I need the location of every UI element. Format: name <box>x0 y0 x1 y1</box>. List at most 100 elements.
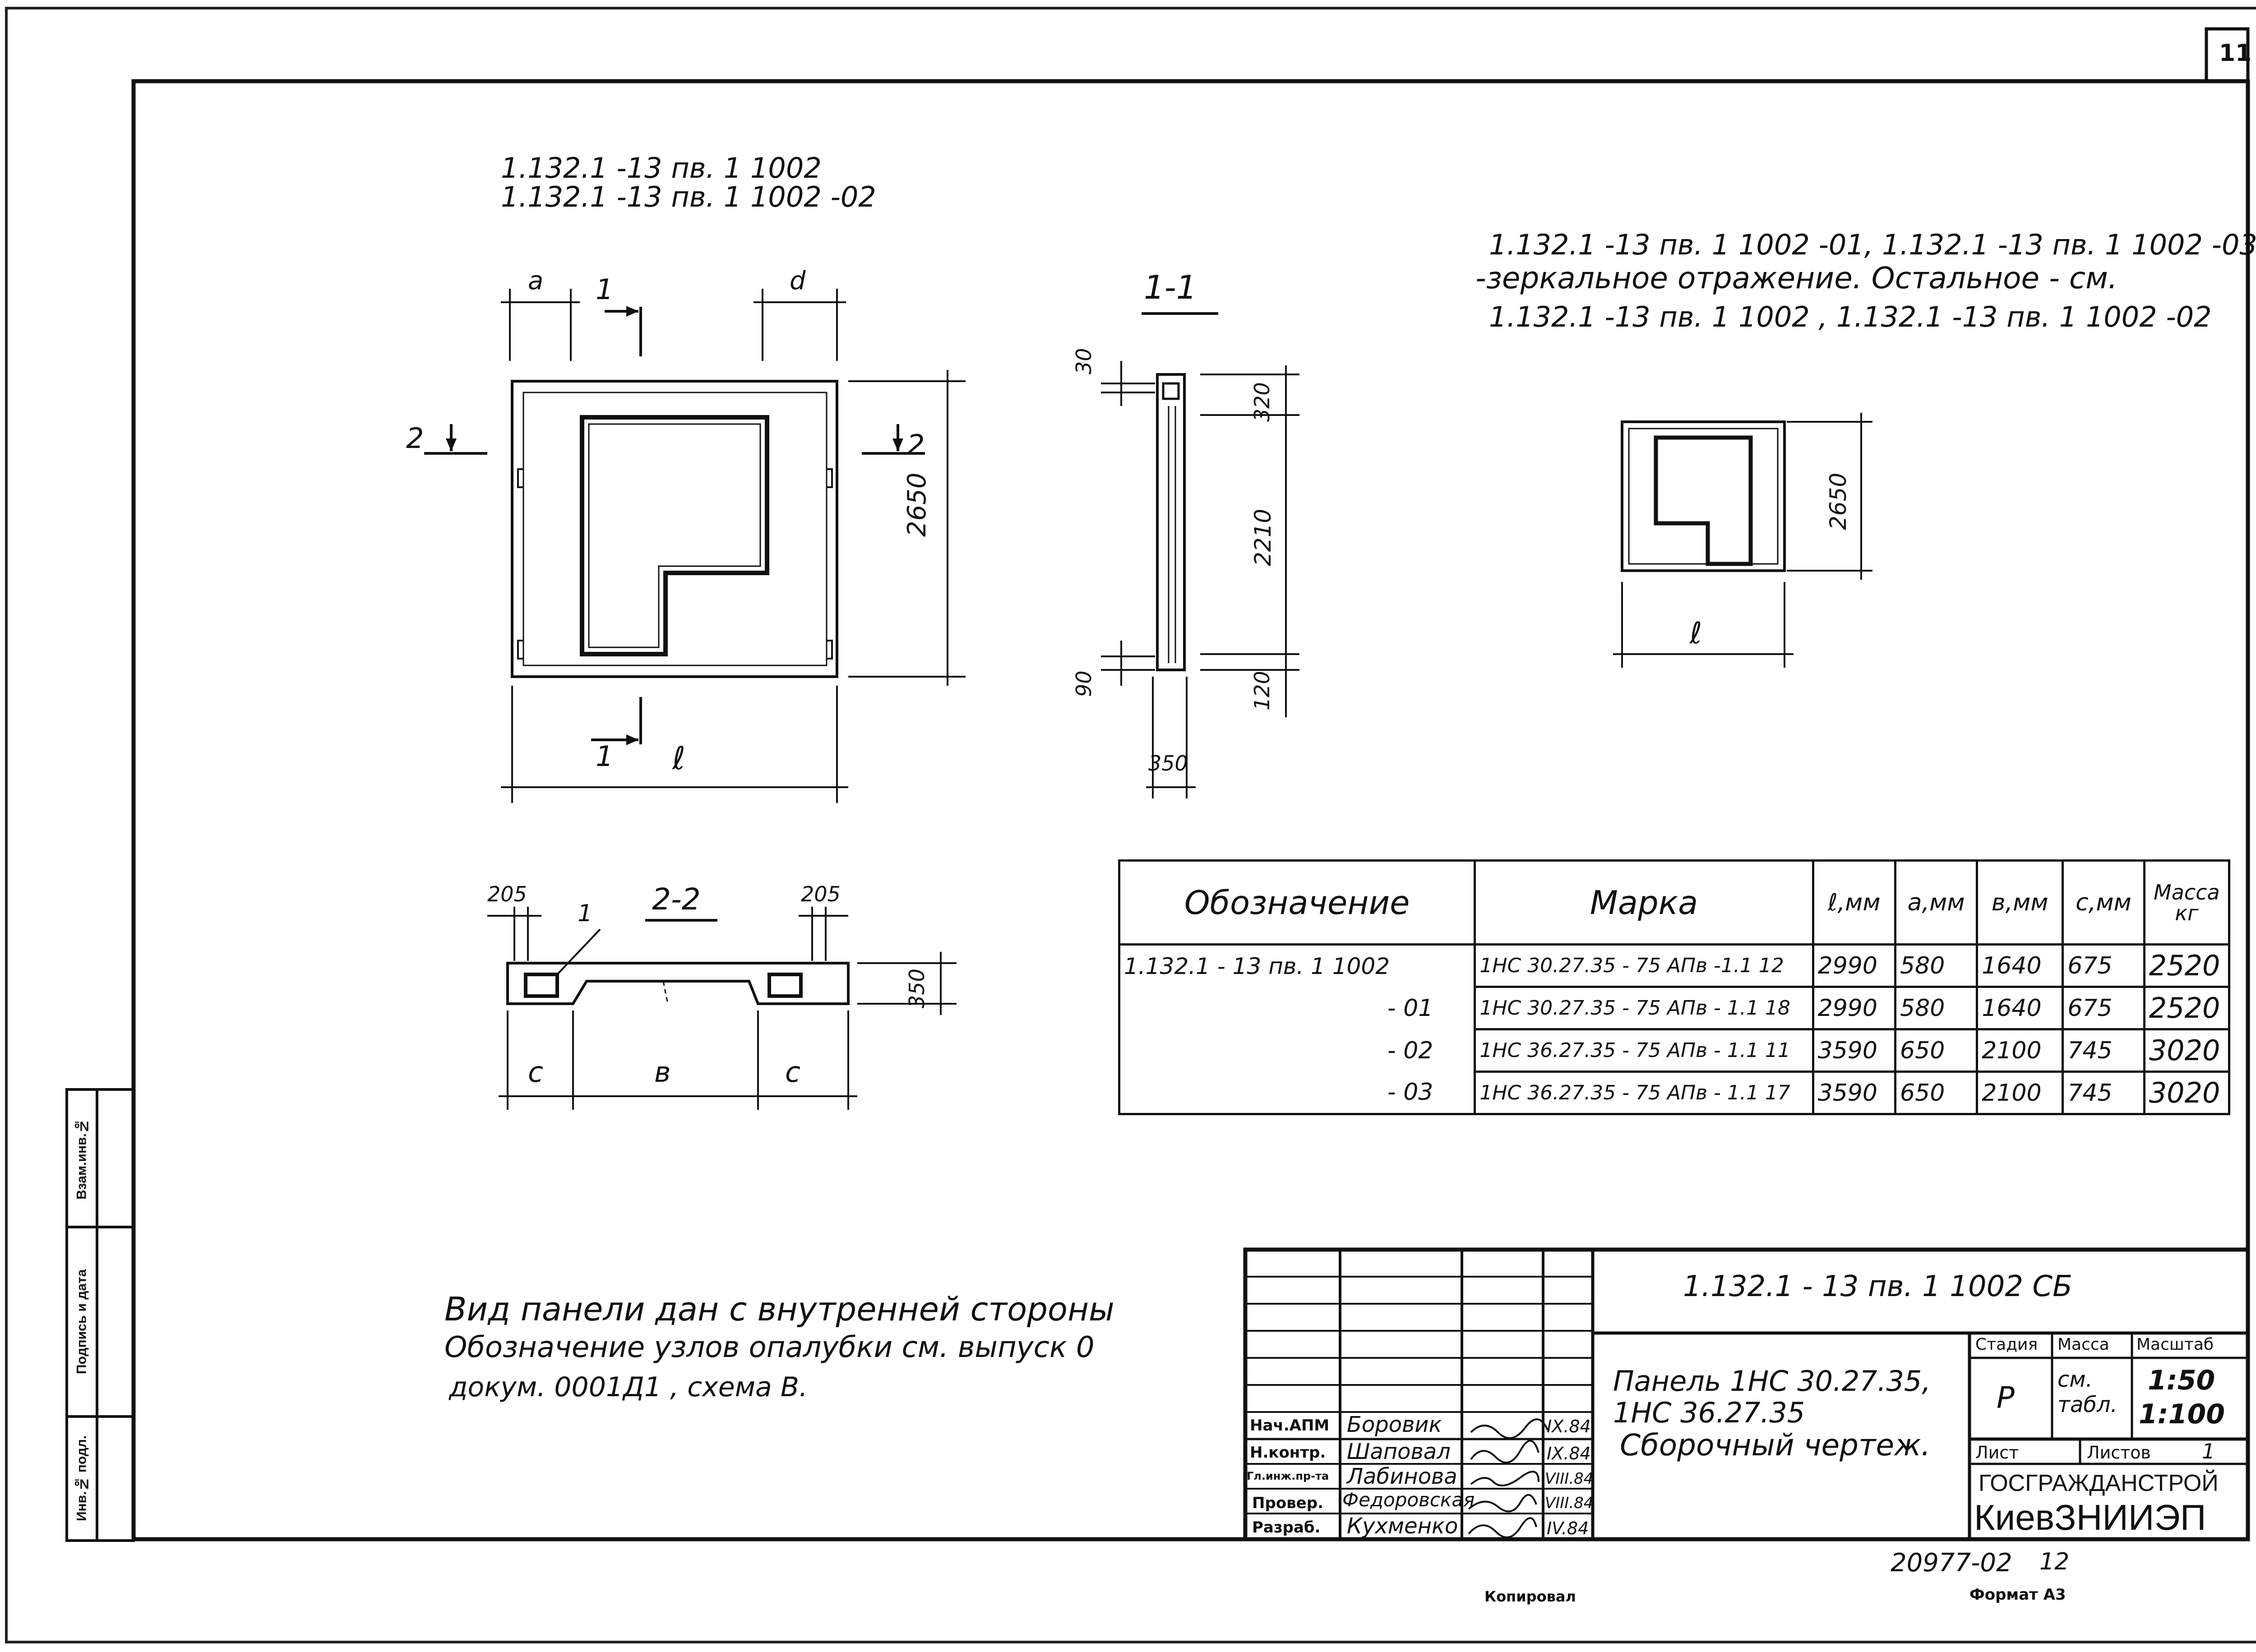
cell-mark: 1НС 30.27.35 - 75 АПв - 1.1 18 <box>1474 986 1814 1030</box>
col-c: c,мм <box>2062 859 2145 946</box>
cut-1-top-label: 1 <box>596 273 614 306</box>
page-suffix: 12 <box>2039 1548 2070 1575</box>
cell-l: 3590 <box>1812 1028 1897 1073</box>
leader-1-label: 1 <box>578 900 593 927</box>
note-line1: Вид панели дан с внутренней стороны <box>444 1290 1114 1328</box>
name-5: Кухменко <box>1347 1514 1458 1539</box>
cell-c: 675 <box>2062 986 2145 1030</box>
cell-b: 1640 <box>1976 986 2064 1030</box>
name-4: Федоровская <box>1342 1489 1475 1511</box>
dim-205-right-label: 205 <box>801 882 841 906</box>
title-line-2: 1НС 36.27.35 <box>1613 1396 1805 1429</box>
cut-2-right-label: 2 <box>907 429 925 461</box>
cell-l: 2990 <box>1812 986 1897 1030</box>
cell-b: 2100 <box>1976 1028 2064 1073</box>
mirror-note-line1: 1.132.1 -13 пв. 1 1002 -01, 1.132.1 -13 … <box>1489 228 2256 261</box>
title-line-1: Панель 1НС 30.27.35, <box>1613 1365 1931 1398</box>
mirror-note-line3: 1.132.1 -13 пв. 1 1002 , 1.132.1 -13 пв.… <box>1489 300 2212 333</box>
cell-designation: 1.132.1 - 13 пв. 1 1002 <box>1118 943 1476 987</box>
cell-designation: - 02 <box>1118 1029 1476 1072</box>
title-line-3: Сборочный чертеж. <box>1620 1428 1931 1463</box>
format-label: Формат А3 <box>1969 1586 2066 1604</box>
stage-label: Стадия <box>1975 1335 2038 1354</box>
table-row: 1.132.1 - 13 пв. 1 1002 1НС 30.27.35 - 7… <box>1118 943 2231 988</box>
table-row: - 01 1НС 30.27.35 - 75 АПв - 1.1 18 2990… <box>1118 986 2231 1030</box>
role-5: Разраб. <box>1252 1518 1321 1537</box>
cell-c: 745 <box>2062 1071 2145 1115</box>
dim-205-left-label: 205 <box>487 882 527 906</box>
col-mass: Масса кг <box>2143 859 2231 946</box>
sheet-number: 11 <box>2219 40 2252 67</box>
scale-label: Масштаб <box>2136 1335 2214 1354</box>
cell-a: 650 <box>1894 1028 1979 1073</box>
cell-l: 2990 <box>1812 943 1897 988</box>
cell-b: 1640 <box>1976 943 2064 988</box>
note-line3: докум. 0001Д1 , схема В. <box>449 1371 808 1403</box>
cell-c: 675 <box>2062 943 2145 988</box>
dim-a-label: a <box>528 266 544 295</box>
dim-l-label: ℓ <box>672 740 685 777</box>
col-l: ℓ,мм <box>1812 859 1897 946</box>
name-1: Боровик <box>1347 1412 1442 1437</box>
dim-350-label: 350 <box>1148 751 1188 775</box>
cell-mark: 1НС 36.27.35 - 75 АПв - 1.1 11 <box>1474 1028 1814 1073</box>
section-1-1-label: 1-1 <box>1144 268 1197 306</box>
sheets-value: 1 <box>2202 1439 2215 1463</box>
name-3: Лабинова <box>1347 1464 1457 1489</box>
header-designation-2: 1.132.1 -13 пв. 1 1002 -02 <box>501 180 876 213</box>
cut-1-bottom-label: 1 <box>596 740 614 773</box>
col-a: a,мм <box>1894 859 1979 946</box>
dim-c-right-label: c <box>785 1056 801 1089</box>
stage-value: Р <box>1997 1380 2015 1415</box>
cell-c: 745 <box>2062 1028 2145 1073</box>
org-line-2: КиевЗНИИЭП <box>1974 1497 2206 1537</box>
section-2-2-label: 2-2 <box>652 882 701 917</box>
date-4: VIII.84 <box>1545 1494 1594 1512</box>
cell-mark: 1НС 36.27.35 - 75 АПв - 1.1 17 <box>1474 1071 1814 1115</box>
scale-value-2: 1:100 <box>2139 1398 2225 1430</box>
specification-table: Обозначение Марка ℓ,мм a,мм в,мм c,мм Ма… <box>1118 859 2231 1115</box>
cell-designation: - 01 <box>1118 987 1476 1029</box>
sheets-label: Листов <box>2087 1443 2151 1463</box>
title-document-code: 1.132.1 - 13 пв. 1 1002 СБ <box>1683 1270 2072 1303</box>
table-row: - 03 1НС 36.27.35 - 75 АПв - 1.1 17 3590… <box>1118 1071 2231 1115</box>
role-2: Н.контр. <box>1250 1444 1326 1462</box>
sheet-label: Лист <box>1975 1443 2019 1463</box>
date-3: VIII.84 <box>1545 1470 1594 1488</box>
date-5: IV.84 <box>1547 1518 1589 1538</box>
cell-designation: - 03 <box>1118 1071 1476 1115</box>
cell-l: 3590 <box>1812 1071 1897 1115</box>
col-mark: Марка <box>1474 859 1814 946</box>
role-1: Нач.АПМ <box>1250 1417 1330 1435</box>
dim-b-label: в <box>654 1056 671 1089</box>
scale-value-1: 1:50 <box>2148 1365 2215 1396</box>
cell-a: 650 <box>1894 1071 1979 1115</box>
role-3: Гл.инж.пр-та <box>1247 1470 1329 1482</box>
date-2: IX.84 <box>1547 1444 1591 1463</box>
role-4: Провер. <box>1252 1494 1323 1512</box>
dim-c-left-label: c <box>528 1056 544 1089</box>
cell-a: 580 <box>1894 943 1979 988</box>
date-1: IX.84 <box>1547 1417 1591 1436</box>
cell-b: 2100 <box>1976 1071 2064 1115</box>
copied-by-label: Копировал <box>1484 1588 1576 1605</box>
dim-d-label: d <box>790 266 806 295</box>
cell-mass: 3020 <box>2143 1071 2231 1115</box>
cell-mass: 3020 <box>2143 1028 2231 1073</box>
cell-a: 580 <box>1894 986 1979 1030</box>
table-row: - 02 1НС 36.27.35 - 75 АПв - 1.1 11 3590… <box>1118 1028 2231 1073</box>
mass-label: Масса <box>2057 1335 2109 1354</box>
cell-mass: 2520 <box>2143 986 2231 1030</box>
cut-2-left-label: 2 <box>406 422 424 455</box>
small-dim-l-label: ℓ <box>1690 616 1702 651</box>
header-designation-1: 1.132.1 -13 пв. 1 1002 <box>501 152 822 185</box>
note-line2: Обозначение узлов опалубки см. выпуск 0 <box>444 1331 1095 1364</box>
mass-value: см. табл. <box>2057 1367 2117 1417</box>
